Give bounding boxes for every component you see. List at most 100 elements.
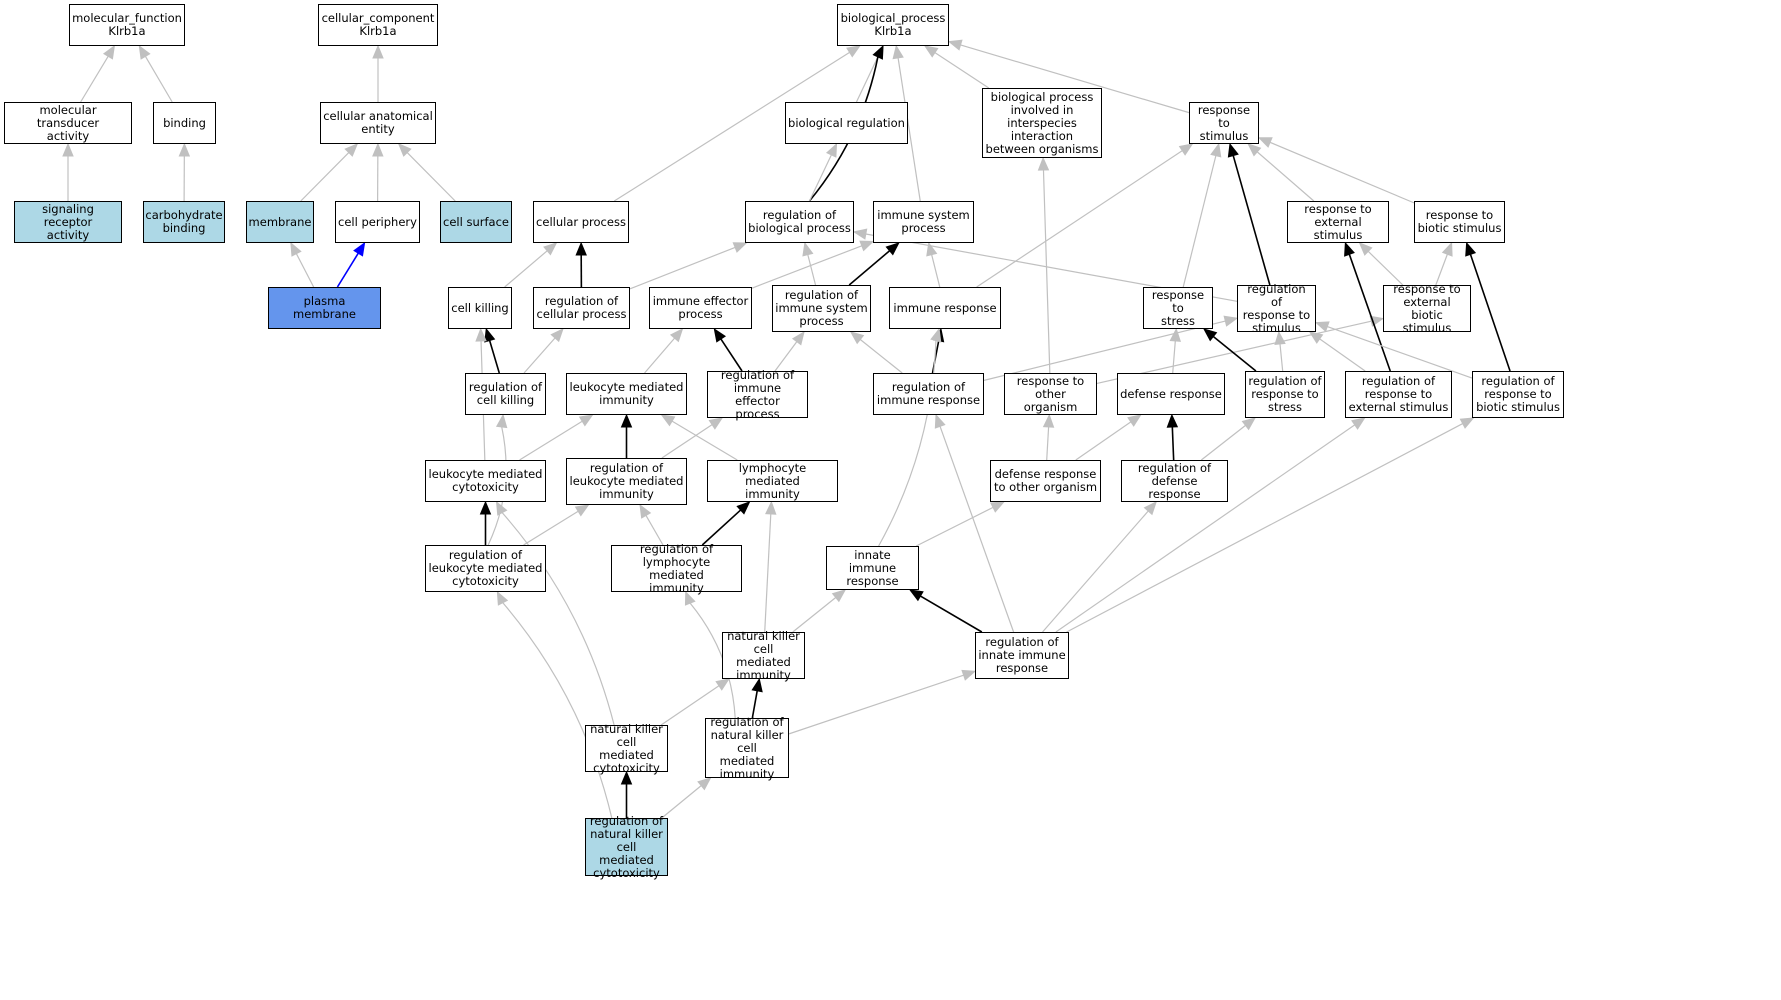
edge-arrowhead-reg_nk_cytotox-to-reg_leuk_cytotox	[496, 590, 509, 606]
edge-arrowhead-resp_ext_biotic-to-resp_ext_stimulus	[1358, 242, 1373, 256]
node-label: cell surface	[443, 214, 509, 229]
edge-arrowhead-reg_innate-to-reg_immune_response	[934, 413, 946, 429]
edge-arrowhead-cell_surface-to-cell_anat_entity	[397, 143, 412, 157]
edge-arrowhead-reg_immune_effector-to-immune_effector	[713, 327, 727, 343]
edge-line-reg_innate-to-reg_resp_ext	[1055, 424, 1356, 633]
edge-arrowhead-binding-to-mf_root	[138, 44, 151, 60]
edge-line-resp_stress-to-resp_stimulus	[1182, 155, 1217, 288]
edge-arrowhead-reg_immune_response-to-reg_immune_sys	[849, 331, 865, 345]
edge-arrowhead-innate_immune-to-immune_response	[930, 327, 942, 343]
edge-layer	[62, 39, 1511, 819]
edge-arrowhead-reg_innate-to-reg_resp_biotic	[1459, 417, 1475, 429]
node-cell-periphery[interactable]: cell periphery	[335, 201, 420, 243]
edge-arrowhead-reg_cell_killing-to-reg_cellular_process	[550, 328, 564, 343]
edge-line-nk_cytotox-to-leuk_cytotox	[501, 512, 615, 726]
edge-line-reg_resp_ext-to-reg_resp_stimulus	[1319, 338, 1366, 372]
edge-arrowhead-reg_def_resp-to-reg_resp_stress	[1241, 417, 1257, 431]
edge-arrowhead-def_resp_other-to-resp_other_org	[1042, 413, 1055, 428]
node-membrane[interactable]: membrane	[246, 201, 314, 243]
edge-arrowhead-reg_resp_stimulus-to-resp_stimulus	[1227, 142, 1239, 158]
edge-arrowhead-def_resp_other-to-defense_response	[1127, 414, 1142, 427]
edge-line-reg_resp_stimulus-to-resp_stimulus	[1232, 155, 1271, 286]
edge-line-resp_ext_stimulus-to-resp_stimulus	[1256, 151, 1315, 202]
edge-line-cell_surface-to-cell_anat_entity	[406, 152, 456, 202]
edge-line-resp_biotic_stimulus-to-resp_stimulus	[1269, 141, 1415, 204]
node-cell-surface[interactable]: cell surface	[440, 201, 512, 243]
edge-arrowhead-immune_sys_process-to-bp_root	[892, 44, 904, 60]
node-plasma-membrane[interactable]: plasma membrane	[268, 287, 381, 329]
edge-arrowhead-reg_immune_effector-to-reg_immune_sys	[791, 330, 805, 346]
edge-arrowhead-leuk_med_immunity-to-immune_effector	[669, 328, 684, 343]
edge-line-reg_resp_ext-to-resp_ext_stimulus	[1348, 254, 1392, 372]
node-defense-response[interactable]: defense response	[1117, 373, 1225, 415]
node-cellular-process[interactable]: cellular process	[533, 201, 629, 243]
node-binding[interactable]: binding	[153, 102, 216, 144]
edge-line-defense_response-to-resp_stress	[1172, 340, 1176, 374]
edge-arrowhead-reg_cellular_process-to-cellular_process	[575, 241, 587, 256]
edge-arrowhead-reg_def_resp-to-defense_response	[1166, 413, 1179, 428]
edge-arrowhead-immune_response-to-immune_sys_process	[926, 241, 938, 257]
node-label: plasma membrane	[293, 294, 356, 321]
edge-line-reg_nk_cytotox-to-reg_nk_immunity	[661, 785, 702, 819]
edge-arrowhead-reg_cellular_process-to-reg_bio_process	[732, 242, 748, 253]
node-biological-regulation[interactable]: biological regulation	[785, 102, 908, 144]
edge-line-reg_cell_killing-to-reg_cellular_process	[523, 337, 556, 374]
edge-line-reg_lymph_immunity-to-lymph_immunity	[701, 509, 742, 546]
edge-line-immune_effector-to-immune_sys_process	[751, 245, 863, 289]
edge-arrowhead-reg_resp_ext-to-resp_ext_stimulus	[1344, 241, 1355, 257]
node-label: membrane	[248, 214, 312, 229]
node-immune-response[interactable]: immune response	[889, 287, 1001, 329]
edge-arrowhead-reg_leuk_immunity-to-leuk_med_immunity	[620, 413, 633, 428]
node-cell-killing[interactable]: cell killing	[448, 287, 512, 329]
